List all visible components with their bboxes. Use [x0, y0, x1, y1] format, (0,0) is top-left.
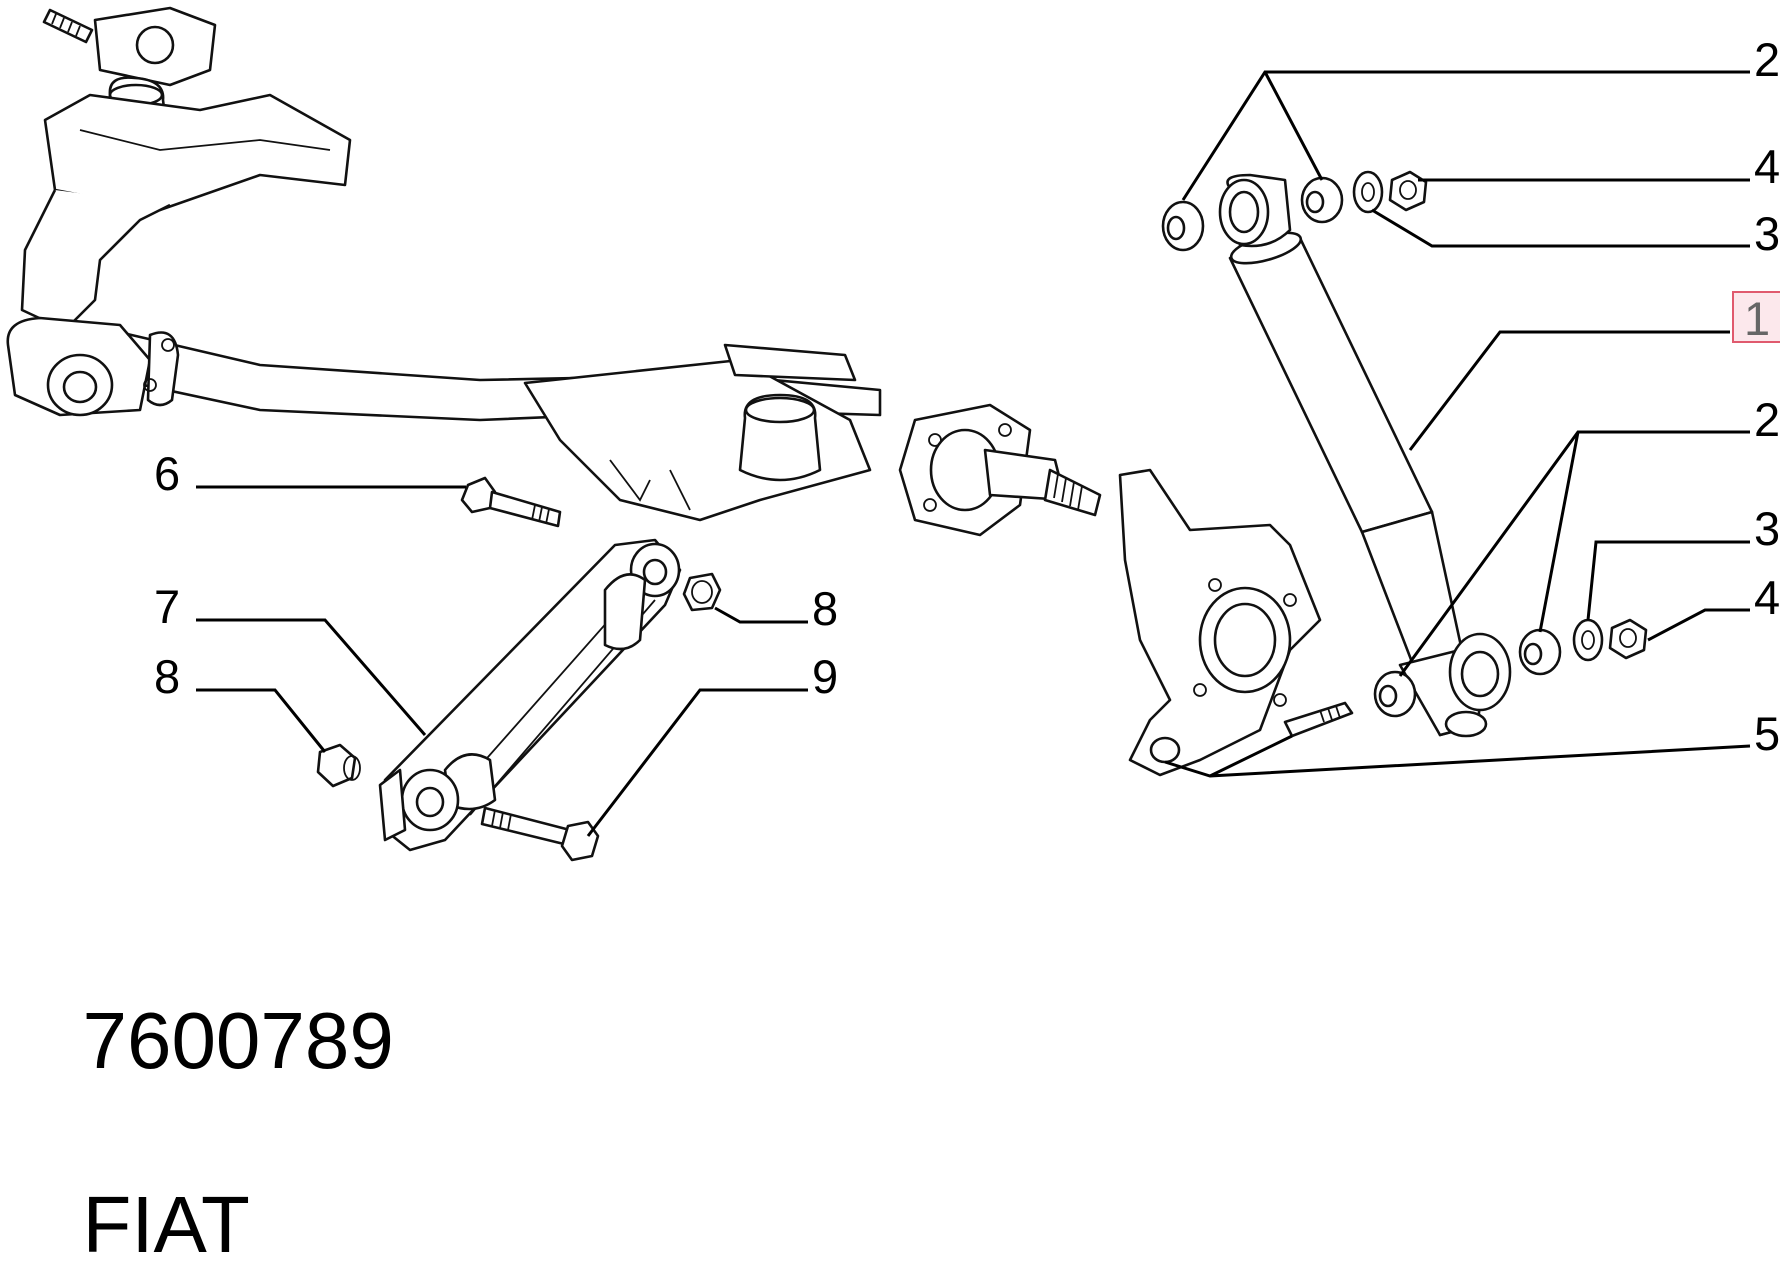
callout-numbers: 2 4 3 1 2 3 4 5 6 7 8 8 9 — [154, 33, 1780, 760]
callout-label: 5 — [1754, 707, 1780, 760]
nut-8-upper — [682, 572, 722, 612]
bottom-nut — [1608, 618, 1648, 660]
bottom-bush-left — [1373, 670, 1417, 718]
callout-label: 4 — [1754, 140, 1780, 193]
rear-axle-beam — [6, 6, 1102, 537]
bottom-bush-right — [1518, 628, 1562, 676]
diagram-footer: 7600789 FIAT — [38, 903, 394, 1271]
brand-name: FIAT — [82, 1180, 250, 1269]
callout-label: 7 — [154, 580, 180, 633]
top-nut — [1388, 170, 1428, 212]
nut-8-lower — [316, 743, 361, 788]
trailing-link — [378, 538, 682, 852]
callout-label: 3 — [1754, 502, 1780, 555]
callout-label: 4 — [1754, 571, 1780, 624]
top-bush-left — [1161, 200, 1205, 252]
shock-absorber — [1228, 231, 1512, 738]
top-bush-right — [1300, 176, 1344, 224]
callout-label: 8 — [154, 650, 180, 703]
leader-lines — [196, 70, 1751, 837]
callout-label: 2 — [1754, 393, 1780, 446]
part-number: 7600789 — [82, 996, 394, 1085]
callout-1-highlight — [1732, 291, 1780, 343]
bottom-bolt — [1283, 701, 1354, 738]
callout-label: 8 — [812, 582, 838, 635]
callout-label-highlighted: 1 — [1744, 292, 1770, 345]
callout-label: 3 — [1754, 207, 1780, 260]
exploded-parts-diagram: 2 4 3 1 2 3 4 5 6 7 8 8 9 — [6, 6, 1780, 862]
hub-carrier — [1118, 468, 1322, 777]
bolt-6 — [460, 476, 562, 528]
top-cup — [1218, 173, 1292, 248]
callout-label: 9 — [812, 650, 838, 703]
top-washer — [1352, 170, 1384, 214]
bolt-9 — [480, 806, 600, 862]
callout-label: 6 — [154, 447, 180, 500]
callout-label: 2 — [1754, 33, 1780, 86]
bottom-washer — [1572, 618, 1604, 662]
